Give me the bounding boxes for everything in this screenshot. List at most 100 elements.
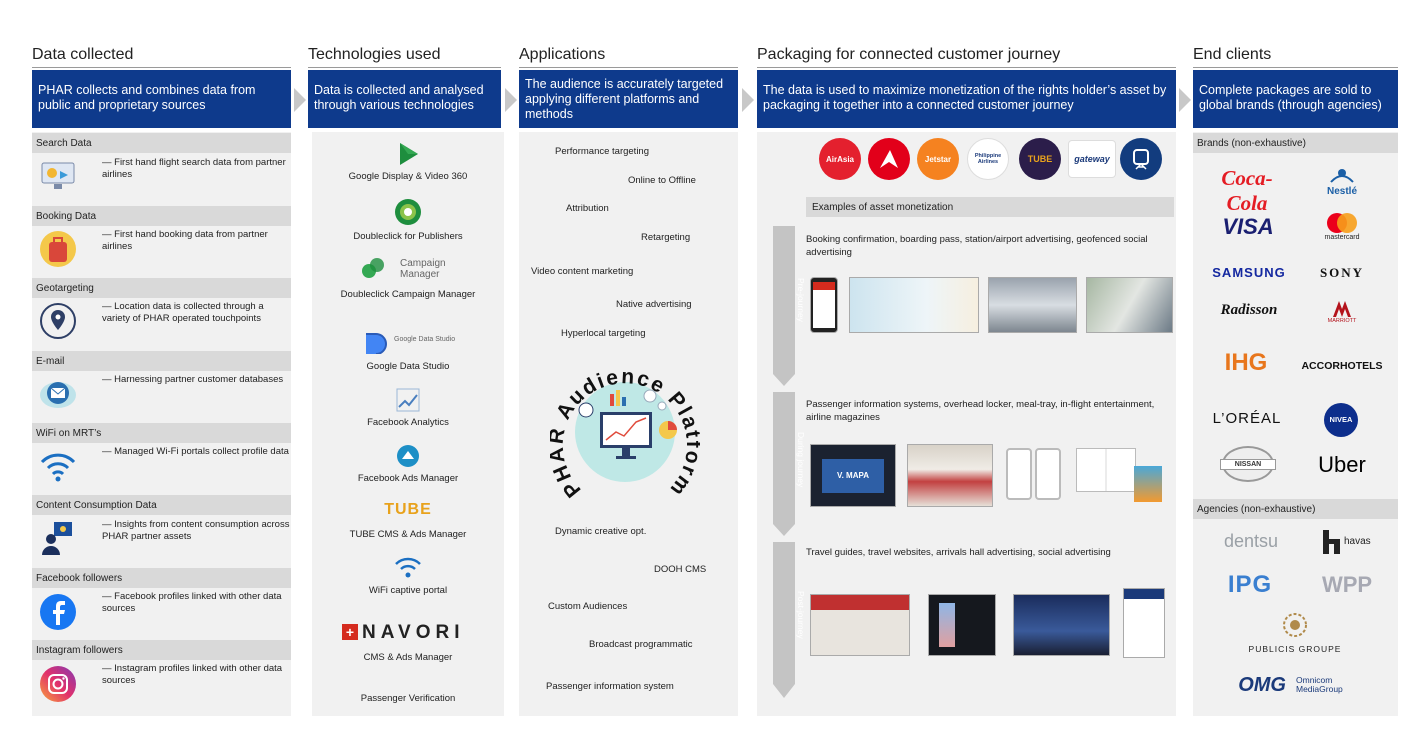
examples-header: Examples of asset monetization xyxy=(806,197,1174,217)
luggage-icon xyxy=(38,229,78,269)
application-item: Retargeting xyxy=(641,232,691,243)
banner-clients: Complete packages are sold to global bra… xyxy=(1193,70,1398,128)
swiss-cross-icon: + xyxy=(342,624,358,640)
application-item: DOOH CMS xyxy=(654,564,707,575)
stage-label-post: Post-journey xyxy=(796,591,806,639)
stage-bar-pre xyxy=(773,226,795,374)
column-title-data: Data collected xyxy=(32,46,291,68)
banner-apps: The audience is accurately targeted appl… xyxy=(519,70,738,128)
havas-logo-text: havas xyxy=(1344,536,1371,547)
section-desc-facebook: Facebook profiles linked with other data… xyxy=(102,591,292,615)
section-desc-search: First hand flight search data from partn… xyxy=(102,157,292,181)
qantas-logo xyxy=(868,138,910,180)
stage-bar-during xyxy=(773,392,795,524)
travel-website-image xyxy=(1013,594,1110,656)
application-item: Passenger information system xyxy=(546,681,674,692)
radisson-logo: Radisson xyxy=(1220,302,1278,318)
brands-header: Brands (non-exhaustive) xyxy=(1193,133,1398,153)
google-data-studio-logo-text: Google Data Studio xyxy=(394,336,456,343)
section-desc-wifi: Managed Wi-Fi portals collect profile da… xyxy=(102,446,292,458)
marriott-logo: MARRIOTT xyxy=(1313,298,1371,324)
tube-partner-logo: TUBE xyxy=(1019,138,1061,180)
omnicom-media-group-logo-text: Omnicom MediaGroup xyxy=(1296,675,1343,694)
section-head-email: E-mail xyxy=(32,351,291,371)
stage-desc-pre: Booking confirmation, boarding pass, sta… xyxy=(806,234,1148,258)
flow-arrow xyxy=(505,88,517,112)
mastercard-logo: mastercard xyxy=(1310,212,1374,241)
station-advertising-image xyxy=(988,277,1077,333)
coca-cola-logo: Coca-Cola xyxy=(1221,166,1273,215)
stage-label-pre: Pre-journey xyxy=(796,278,806,322)
digital-signage-image xyxy=(928,594,996,656)
magazine-cover-image xyxy=(1134,466,1162,502)
airline-magazine-image xyxy=(1076,448,1136,492)
column-title-packaging: Packaging for connected customer journey xyxy=(757,46,1176,68)
column-title-apps: Applications xyxy=(519,46,738,68)
tech-label: Passenger Verification xyxy=(360,693,456,704)
instagram-icon xyxy=(38,664,78,704)
publicis-lion-icon xyxy=(1282,612,1308,638)
airasia-logo: AirAsia xyxy=(819,138,861,180)
google-data-studio-icon xyxy=(362,330,392,354)
wifi-captive-portal-icon xyxy=(312,555,504,579)
section-head-content: Content Consumption Data xyxy=(32,495,291,515)
tech-label: TUBE CMS & Ads Manager xyxy=(349,529,467,540)
publicis-groupe-logo: PUBLICIS GROUPE xyxy=(1248,644,1342,654)
section-head-booking: Booking Data xyxy=(32,206,291,226)
tech-label: WiFi captive portal xyxy=(368,585,448,596)
application-item: Video content marketing xyxy=(531,266,634,277)
boarding-pass-image xyxy=(849,277,979,333)
loreal-logo: L’ORÉAL xyxy=(1212,410,1282,427)
banner-packaging: The data is used to maximize monetizatio… xyxy=(757,70,1176,128)
application-item: Dynamic creative opt. xyxy=(555,526,647,537)
tech-label: Facebook Ads Manager xyxy=(357,473,459,484)
campaign-manager-logo-text: Campaign Manager xyxy=(400,258,446,280)
content-user-icon xyxy=(38,518,78,558)
wifi-icon xyxy=(38,446,78,486)
dentsu-logo: dentsu xyxy=(1223,531,1279,551)
sony-logo: SONY xyxy=(1319,265,1365,280)
arrivals-hall-image xyxy=(810,594,910,656)
mobile-app-image xyxy=(1035,448,1061,500)
travel-guide-webpage xyxy=(1123,588,1165,658)
section-head-wifi: WiFi on MRT’s xyxy=(32,423,291,443)
section-head-search: Search Data xyxy=(32,133,291,153)
gateway-logo: gateway xyxy=(1068,140,1116,178)
ipg-logo: IPG xyxy=(1227,571,1273,598)
wpp-logo: WPP xyxy=(1321,572,1373,597)
flow-arrow xyxy=(1179,88,1191,112)
stage-arrow xyxy=(773,684,795,698)
tech-label: Facebook Analytics xyxy=(367,417,449,428)
location-pin-icon xyxy=(38,301,78,341)
ihg-logo: IHG xyxy=(1224,349,1268,376)
marriott-logo-text: MARRIOTT xyxy=(1327,318,1357,324)
search-data-icon xyxy=(38,156,78,196)
tech-label: CMS & Ads Manager xyxy=(363,652,453,663)
mrt-logo xyxy=(1120,138,1162,180)
facebook-analytics-icon xyxy=(312,388,504,412)
facebook-ads-manager-icon xyxy=(312,444,504,468)
tube-logo: TUBE xyxy=(384,501,432,518)
tech-label: Google Data Studio xyxy=(366,361,450,372)
column-title-tech: Technologies used xyxy=(308,46,501,68)
application-item: Performance targeting xyxy=(555,146,649,157)
tech-panel xyxy=(312,132,504,716)
nissan-logo-text: NISSAN xyxy=(1220,459,1276,470)
section-desc-booking: First hand booking data from partner air… xyxy=(102,229,292,253)
stage-arrow xyxy=(773,374,795,386)
section-desc-geo: Location data is collected through a var… xyxy=(102,301,292,325)
tech-label: Google Display & Video 360 xyxy=(348,171,468,182)
application-item: Custom Audiences xyxy=(548,601,628,612)
nivea-logo: NIVEA xyxy=(1324,403,1358,437)
section-head-instagram: Instagram followers xyxy=(32,640,291,660)
stage-desc-post: Travel guides, travel websites, arrivals… xyxy=(806,547,1111,558)
campaign-manager-icon xyxy=(360,256,460,282)
nestle-logo-text: Nestlé xyxy=(1326,186,1357,197)
section-desc-email: Harnessing partner customer databases xyxy=(102,374,292,386)
agencies-header: Agencies (non-exhaustive) xyxy=(1193,499,1398,519)
passenger-information-screen: V. MAPA xyxy=(810,444,896,507)
stage-arrow xyxy=(773,524,795,536)
visa-logo: VISA xyxy=(1222,214,1274,239)
nissan-logo: NISSAN xyxy=(1220,446,1276,482)
havas-icon xyxy=(1322,529,1342,555)
